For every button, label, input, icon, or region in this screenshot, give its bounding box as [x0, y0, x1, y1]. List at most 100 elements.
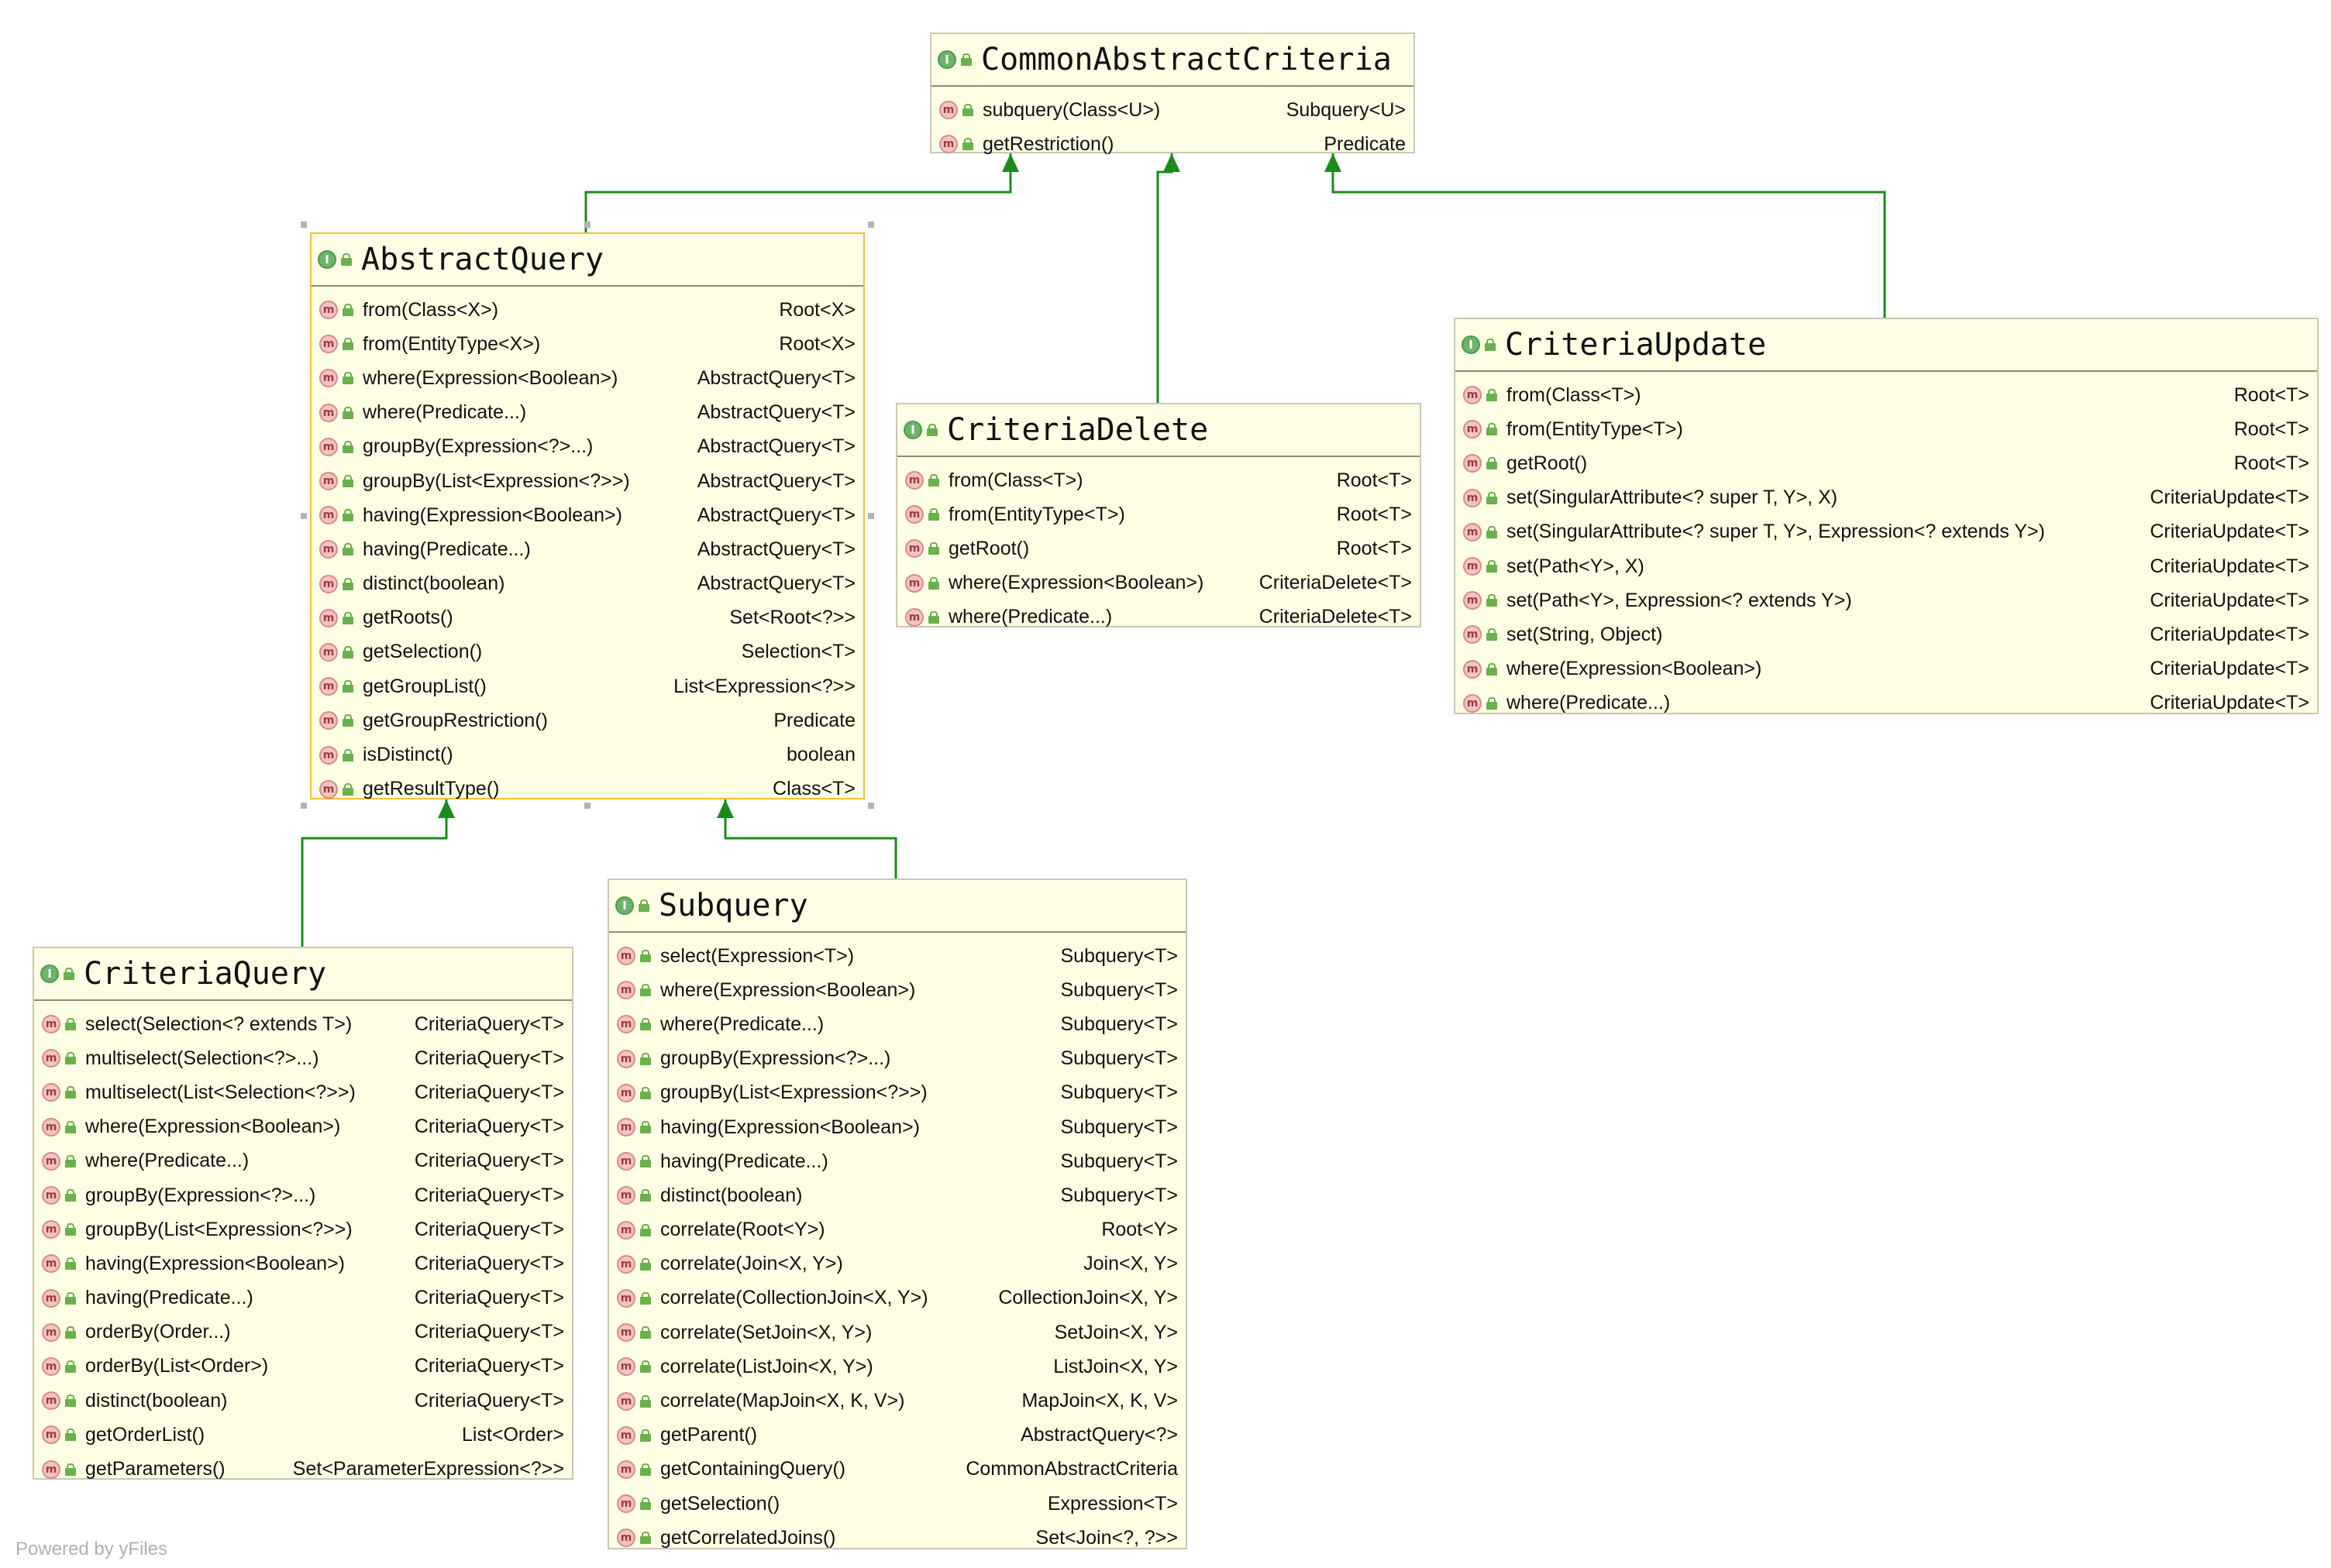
method-signature: set(SingularAttribute<? super T, Y>, Exp…	[1506, 521, 2045, 543]
public-lock-icon	[65, 1018, 76, 1031]
selection-handle[interactable]	[868, 803, 874, 809]
method-icon: m	[319, 369, 338, 388]
method-icon: m	[617, 981, 635, 1000]
public-lock-icon	[343, 543, 353, 556]
method-icon: m	[42, 1220, 60, 1240]
selection-handle[interactable]	[301, 222, 307, 228]
public-lock-icon	[1486, 662, 1497, 676]
inheritance-arrowhead	[438, 799, 455, 818]
public-lock-icon	[640, 1052, 651, 1065]
inheritance-arrowhead	[1324, 153, 1341, 172]
method-signature: where(Predicate...)	[949, 606, 1113, 628]
class-name: CriteriaDelete	[947, 412, 1209, 448]
method-return-type: Subquery<U>	[1286, 98, 1406, 121]
selection-handle[interactable]	[301, 513, 307, 519]
public-lock-icon	[640, 1155, 651, 1168]
public-lock-icon	[343, 406, 353, 419]
selection-handle[interactable]	[868, 513, 874, 519]
selection-handle[interactable]	[584, 222, 590, 228]
method-return-type: Subquery<T>	[1060, 1116, 1179, 1138]
selection-handle[interactable]	[301, 803, 307, 809]
selection-handle[interactable]	[584, 803, 590, 809]
method-return-type: List<Expression<?>>	[673, 675, 856, 697]
method-icon: m	[617, 1425, 635, 1445]
method-return-type: Set<Root<?>>	[729, 607, 856, 629]
method-return-type: CriteriaUpdate<T>	[2150, 589, 2309, 611]
method-return-type: Root<T>	[2233, 452, 2309, 474]
selection-handle[interactable]	[868, 222, 874, 228]
